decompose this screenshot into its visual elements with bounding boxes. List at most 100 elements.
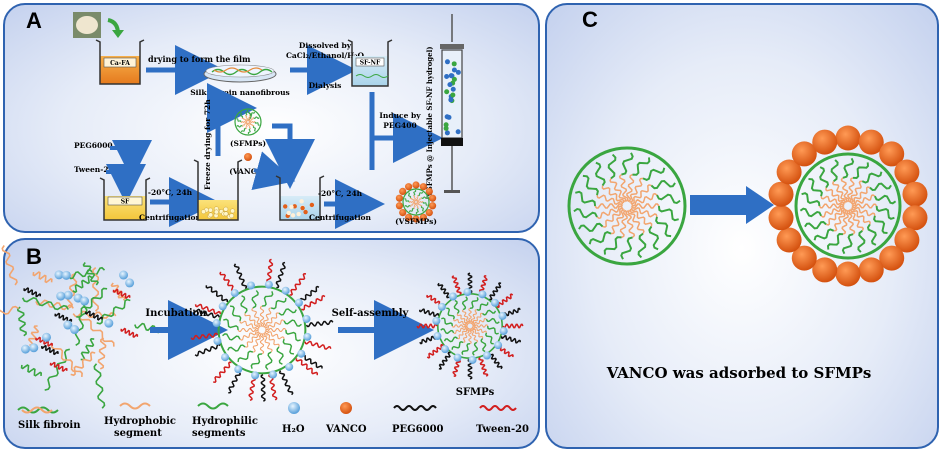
hydrophilic-chain (409, 208, 414, 213)
hydrophilic-chain (573, 207, 598, 219)
vanco-particle (412, 215, 420, 223)
hydrophobic-chain (629, 208, 653, 227)
water-legend-icon (288, 402, 300, 414)
legend-hydrophobic-1: Hydrophobic (104, 416, 176, 427)
peg-chain (418, 308, 440, 318)
vanco-label: (VANCO) (229, 167, 267, 176)
silk-fibroin-chain (92, 267, 99, 312)
hydrophilic-chain (446, 307, 455, 320)
peg-chain (85, 310, 103, 321)
sfmps-assembled-icon (416, 272, 524, 380)
vanco-particle (776, 227, 802, 253)
hydrophilic-chain (469, 297, 479, 310)
water-molecule (448, 292, 457, 301)
hydrophilic-chain (422, 201, 428, 206)
hydrophilic-chain (229, 305, 242, 322)
hydrophilic-chain (857, 230, 866, 253)
hydrophilic-chain (420, 205, 424, 212)
hydrophilic-chain (632, 157, 651, 176)
sfmps-sphere-icon (567, 146, 687, 266)
hydrophobic-chain (408, 201, 416, 203)
silk-fibroin-chain (93, 363, 106, 409)
hydrogel-particle (451, 61, 457, 67)
hydrophilic-chain (582, 174, 599, 196)
hydrophilic-chain (283, 319, 302, 327)
water-molecule (61, 270, 71, 280)
silk-fibroin-legend-icon (21, 406, 53, 414)
hydrophilic-chain (819, 166, 830, 189)
hydrophilic-chain (656, 193, 681, 205)
peg-chain (487, 352, 503, 370)
hydrophilic-chain (443, 336, 458, 343)
vanco-particle (300, 205, 305, 211)
water-molecule (246, 281, 255, 290)
legend-h2o: H₂O (282, 424, 305, 435)
hydrophilic-chain (801, 192, 821, 207)
vanco-particle (768, 181, 794, 207)
hydrophilic-chain (227, 344, 246, 352)
hydrophilic-chain (842, 157, 855, 179)
hydrophobic-chain (471, 327, 484, 339)
hydrophobic-chain (245, 122, 249, 130)
beaker-icon (99, 177, 151, 221)
water-molecule (63, 290, 73, 300)
hydrophilic-chain (253, 116, 260, 119)
hydrophobic-chain (245, 331, 260, 348)
hydrogel-particle (451, 67, 457, 73)
peg-chain (194, 343, 221, 357)
peg-chain (500, 334, 522, 344)
water-molecule (56, 291, 66, 301)
vanco-particles (283, 199, 315, 219)
tween-chain (112, 288, 131, 300)
vanco-particle (425, 187, 433, 196)
silk-fibroin-chain (27, 325, 40, 346)
silk-fibroin-chain (21, 297, 69, 311)
hydrogel-particle (443, 122, 449, 128)
silk-fibroin-chain (67, 266, 106, 280)
panel-a-label: A (26, 8, 42, 33)
hydrophilic-chain (485, 332, 494, 345)
silk-fibroin-chain (72, 275, 93, 294)
hydrophobic-chain (471, 312, 483, 325)
hydrophobic-chain (245, 114, 249, 122)
hydrogel-particle (448, 97, 454, 103)
water-molecule (468, 355, 477, 364)
hydrophobic-legend-icon (119, 402, 151, 410)
water-molecule (483, 351, 492, 360)
cond1-label: -20°C, 24h (148, 188, 193, 197)
hydrophobic-chain (241, 117, 248, 122)
hydrophilic-chain (404, 198, 410, 203)
hydrophilic-chain (241, 128, 246, 133)
vsfmps-sphere-icon (768, 125, 928, 287)
sf-label: SF (121, 199, 130, 206)
hydrophobic-chain (629, 177, 644, 203)
hydrophobic-chain (820, 205, 845, 218)
self-assembly-label: Self-assembly (332, 308, 410, 319)
water-molecule (218, 302, 227, 311)
hydrophobic-chain (242, 121, 248, 127)
syringe-icon (440, 14, 464, 193)
hydrophilic-chain (278, 308, 297, 316)
hydrophilic-chain (655, 216, 672, 238)
cond2-label: -20°C, 24h (318, 189, 363, 198)
hydrophobic-chain (264, 319, 285, 331)
beaker-icon (347, 39, 393, 87)
legend-tween20: Tween-20 (476, 424, 529, 435)
hydrophobic-chain (631, 203, 660, 209)
hydrophilic-chain (247, 128, 251, 135)
sediment-particle (230, 208, 236, 214)
vanco-particle (412, 181, 420, 189)
hydrogel-particle (448, 73, 454, 79)
hydrophobic-chain (244, 313, 261, 328)
peg-chain (205, 285, 229, 303)
tween-chain (502, 323, 524, 329)
legend-hydrophilic-2: segments (192, 428, 246, 439)
sediment-particle (223, 206, 229, 212)
peg-chain (41, 344, 59, 356)
hydrophilic-chain (873, 215, 888, 234)
vanco-particle (902, 205, 928, 231)
water-molecule (463, 288, 472, 297)
hydrophobic-chain (248, 117, 254, 123)
panel-b-label: B (26, 244, 42, 269)
